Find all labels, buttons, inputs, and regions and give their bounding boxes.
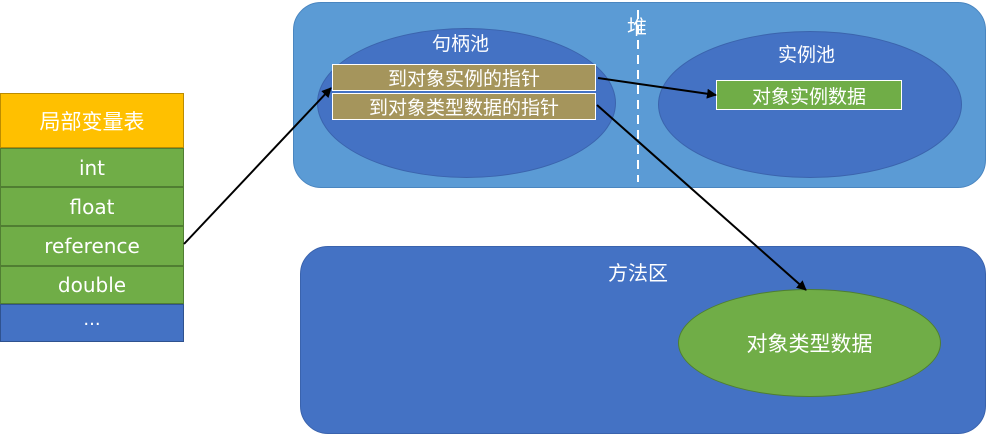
- lvt-title: 局部变量表: [0, 93, 184, 148]
- pointer-to-instance: 到对象实例的指针: [332, 64, 596, 91]
- type-data-label: 对象类型数据: [746, 332, 873, 356]
- method-area-label: 方法区: [608, 261, 668, 285]
- lvt-row-reference: reference: [0, 226, 184, 266]
- lvt-row-float: float: [0, 187, 184, 226]
- lvt-row-int: int: [0, 148, 184, 187]
- arrow-to-type-data: [596, 104, 807, 291]
- arrow-to-instance-data: [597, 77, 717, 99]
- lvt-row-double: double: [0, 266, 184, 304]
- lvt-row-more: ...: [0, 304, 184, 342]
- instance-data: 对象实例数据: [716, 80, 902, 110]
- arrow-reference-to-handle: [183, 87, 332, 245]
- instance-pool-label: 实例池: [778, 44, 836, 66]
- handle-pool-label: 句柄池: [432, 33, 490, 55]
- type-data: [678, 289, 941, 397]
- pointer-to-type: 到对象类型数据的指针: [332, 93, 596, 120]
